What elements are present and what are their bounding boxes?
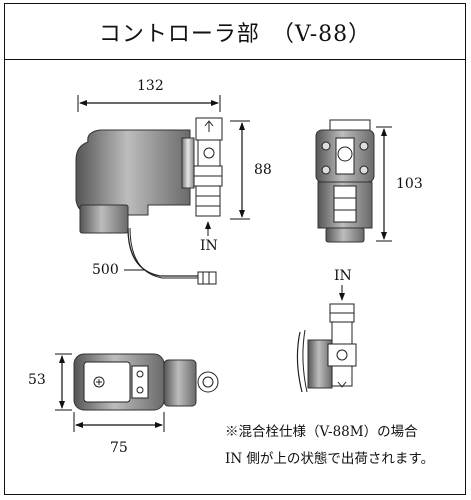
dim-label-103: 103 [396,176,423,192]
dim-label-75: 75 [110,440,128,456]
dim-label-53: 53 [28,372,46,388]
connector-plug [197,271,217,285]
dim-label-500: 500 [92,262,119,278]
coupling-nut [181,137,195,189]
side-view [75,95,250,285]
controller-base [79,204,129,234]
note-line-2: IN 側が上の状態で出荷されます。 [225,451,435,467]
front-view [315,119,392,243]
in-label-mix: IN [334,268,352,284]
dim-label-88: 88 [254,162,272,178]
controller-body [75,129,191,216]
mixing-view [296,285,357,393]
valve-inlet [195,185,221,217]
cable [127,227,198,277]
note-line-1: ※混合栓仕様（V-88M）の場合 [225,424,418,440]
dim-label-132: 132 [137,78,164,94]
in-label-side: IN [200,238,218,254]
valve-middle [197,139,221,167]
title-text: コントローラ部 （V-88） [98,21,372,47]
bottom-view [55,353,219,432]
page-title: コントローラ部 （V-88） [4,3,466,60]
